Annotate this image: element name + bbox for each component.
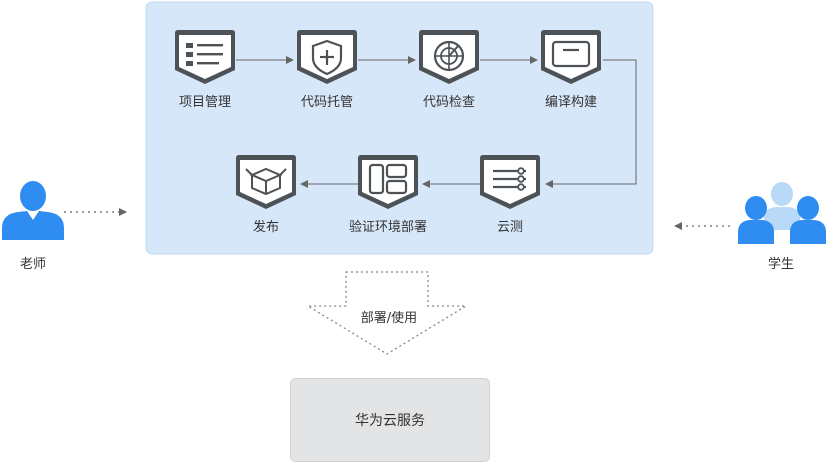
step-label-cloud-test: 云测: [496, 220, 524, 235]
deploy-arrow-label: 部署/使用: [360, 311, 418, 326]
step-label-project-management: 项目管理: [178, 95, 232, 110]
step-label-release: 发布: [252, 220, 280, 235]
step-label-verify-env-deploy: 验证环境部署: [348, 220, 428, 235]
slider-lines-icon: [480, 155, 540, 209]
window-icon: [541, 30, 601, 84]
person-icon: [2, 181, 64, 240]
step-label-code-check: 代码检查: [422, 95, 476, 110]
list-icon: [175, 30, 235, 84]
students-label: 学生: [767, 257, 795, 272]
step-label-code-hosting: 代码托管: [300, 95, 354, 110]
step-label-compile-build: 编译构建: [544, 95, 598, 110]
deploy-down-arrow: [305, 271, 469, 355]
connector-4-5: [545, 59, 637, 188]
people-group-icon: [738, 182, 826, 244]
huawei-cloud-service-box: 华为云服务: [290, 378, 490, 462]
huawei-cloud-service-label: 华为云服务: [355, 413, 425, 429]
shield-plus-icon: [297, 30, 357, 84]
teacher-label: 老师: [19, 257, 47, 272]
radar-icon: [419, 30, 479, 84]
layout-grid-icon: [358, 155, 418, 209]
open-box-icon: [236, 155, 296, 209]
